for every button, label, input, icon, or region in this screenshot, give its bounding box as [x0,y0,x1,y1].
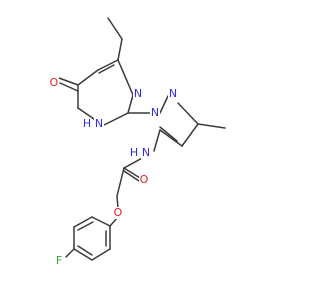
carbonyl-o-ring-text: O [50,76,59,89]
pyrimidine-n3-label: N [133,87,143,100]
amide-o-text: O [140,173,149,186]
ether-o-label: O [113,206,123,219]
amide-o-label: O [139,173,149,186]
amide-n-text: N [142,146,150,159]
ether-o-text: O [114,206,123,219]
pyrazole-n2-text: N [169,87,177,100]
pyrimidine-n1h-label: N H [83,117,104,130]
pyrazole-n1-label: N [150,106,160,119]
pyrimidine-n1h-hydrogen: H [83,117,91,130]
fluorine-label: F [54,254,64,267]
pyrimidine-n3-text: N [134,87,142,100]
chemical-structure: N N H O N N N H O O [49,17,226,267]
bond-lines [58,17,226,261]
amide-n-label: N H [130,146,151,159]
pyrazole-n2-label: N [168,87,178,100]
atom-labels: N N H O N N N H O O [49,76,178,267]
pyrimidine-n1h-text: N [95,117,103,130]
carbonyl-o-ring-label: O [49,76,59,89]
fluorine-text: F [56,254,62,267]
amide-nh-hydrogen: H [130,146,138,159]
pyrazole-n1-text: N [151,106,159,119]
